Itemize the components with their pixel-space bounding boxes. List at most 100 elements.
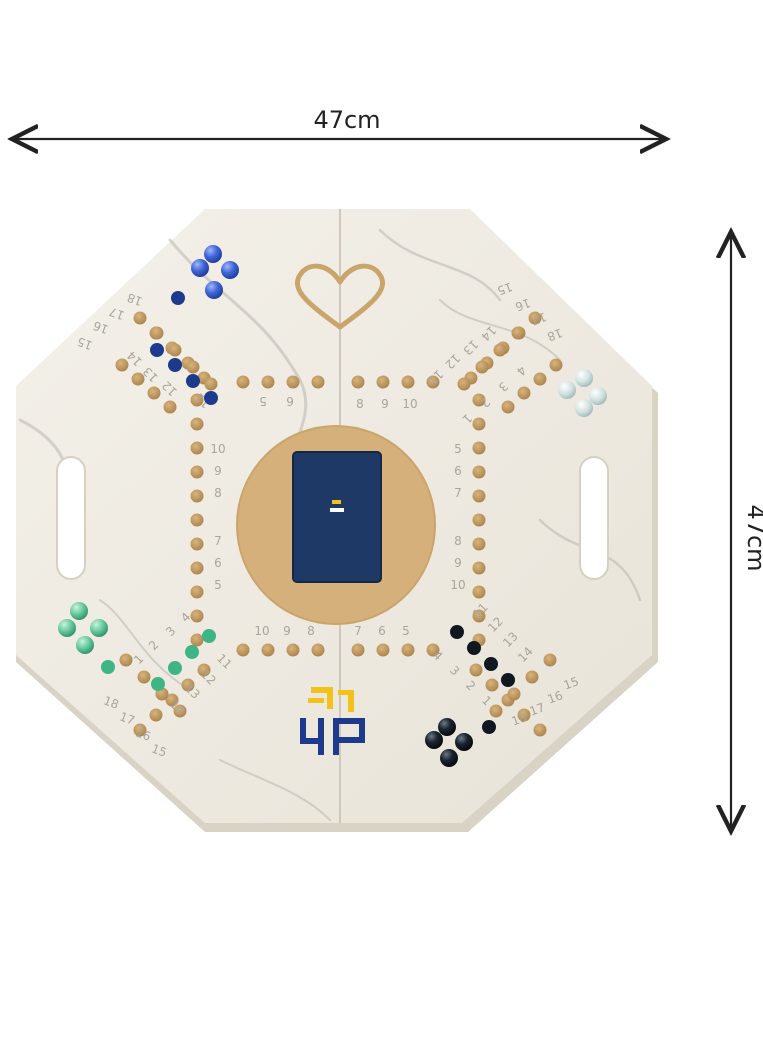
num-bl-17: 17 [118, 709, 137, 727]
track-hole [543, 653, 557, 667]
num-br-16: 16 [546, 688, 565, 706]
track-hole [533, 723, 547, 737]
num-left-10: 10 [210, 442, 225, 456]
num-top-5: 5 [259, 394, 267, 408]
track-hole [351, 375, 365, 389]
track-holes [115, 311, 563, 737]
num-left-6: 6 [214, 556, 222, 570]
num-top-10: 10 [402, 397, 417, 411]
width-dimension: 47cm [14, 106, 664, 139]
track-hole [261, 375, 275, 389]
track-hole [517, 708, 531, 722]
track-hole [168, 343, 182, 357]
track-hole [472, 585, 486, 599]
green-marbles [58, 602, 216, 691]
track-hole [115, 358, 129, 372]
track-hole [204, 377, 218, 391]
track-hole [133, 311, 147, 325]
num-bl-15: 15 [150, 741, 169, 759]
num-top-6: 6 [286, 394, 294, 408]
track-hole [489, 704, 503, 718]
track-hole [426, 643, 440, 657]
track-hole [165, 693, 179, 707]
num-bottom-9: 9 [283, 624, 291, 638]
track-hole [197, 663, 211, 677]
track-hole [190, 513, 204, 527]
track-hole [131, 372, 145, 386]
track-hole [163, 400, 177, 414]
num-tl-18: 18 [125, 290, 144, 308]
track-hole [261, 643, 275, 657]
track-hole [137, 670, 151, 684]
track-hole [190, 633, 204, 647]
num-right-5: 5 [454, 442, 462, 456]
track-hole [475, 360, 489, 374]
track-hole [511, 326, 525, 340]
track-hole [149, 708, 163, 722]
track-hole [173, 704, 187, 718]
track-hole [472, 537, 486, 551]
num-bottom-8: 8 [307, 624, 315, 638]
handle-left [56, 456, 86, 580]
num-bl-16: 16 [134, 725, 153, 743]
track-hole [472, 417, 486, 431]
track-hole [376, 643, 390, 657]
track-hole [549, 358, 563, 372]
height-dimension: 47cm [731, 234, 763, 829]
white-marbles [558, 369, 607, 417]
track-hole [351, 643, 365, 657]
track-hole [311, 643, 325, 657]
num-tr-16: 16 [513, 295, 532, 313]
track-hole [190, 465, 204, 479]
num-bl-18: 18 [102, 693, 121, 711]
height-label: 47cm [742, 504, 763, 571]
num-br-15: 15 [562, 674, 581, 692]
track-hole [401, 375, 415, 389]
track-hole [501, 400, 515, 414]
black-marbles [425, 625, 515, 767]
track-hole [286, 643, 300, 657]
track-hole [528, 311, 542, 325]
track-hole [426, 375, 440, 389]
num-right-10: 10 [450, 578, 465, 592]
num-left-5: 5 [214, 578, 222, 592]
track-hole [469, 663, 483, 677]
num-tl-15: 15 [75, 334, 94, 352]
track-hole [181, 678, 195, 692]
track-hole [472, 561, 486, 575]
num-left-9: 9 [214, 464, 222, 478]
num-tl-16: 16 [91, 318, 110, 336]
handle-right [579, 456, 609, 580]
track-hole [236, 643, 250, 657]
track-hole [150, 326, 164, 340]
track-hole [472, 393, 486, 407]
track-hole [190, 393, 204, 407]
track-hole [472, 465, 486, 479]
num-tr-18: 18 [545, 325, 564, 343]
num-bottom-7: 7 [354, 624, 362, 638]
num-br-18: 18 [510, 710, 529, 728]
track-hole [119, 653, 133, 667]
num-br-17: 17 [528, 700, 547, 718]
track-hole [472, 441, 486, 455]
card-deck [292, 451, 382, 583]
num-tr-17: 17 [529, 309, 548, 327]
track-hole [236, 375, 250, 389]
track-hole [533, 372, 547, 386]
heart-icon [295, 263, 385, 330]
track-hole [525, 670, 539, 684]
track-hole [186, 360, 200, 374]
track-hole [472, 513, 486, 527]
track-hole [190, 489, 204, 503]
track-hole [311, 375, 325, 389]
num-left-7: 7 [214, 534, 222, 548]
num-tr-15: 15 [495, 279, 514, 297]
track-hole [485, 678, 499, 692]
num-bottom-10: 10 [254, 624, 269, 638]
track-hole [190, 585, 204, 599]
num-top-9: 9 [381, 397, 389, 411]
card-logo-icon [330, 500, 344, 512]
num-bottom-6: 6 [378, 624, 386, 638]
width-label: 47cm [313, 106, 380, 134]
